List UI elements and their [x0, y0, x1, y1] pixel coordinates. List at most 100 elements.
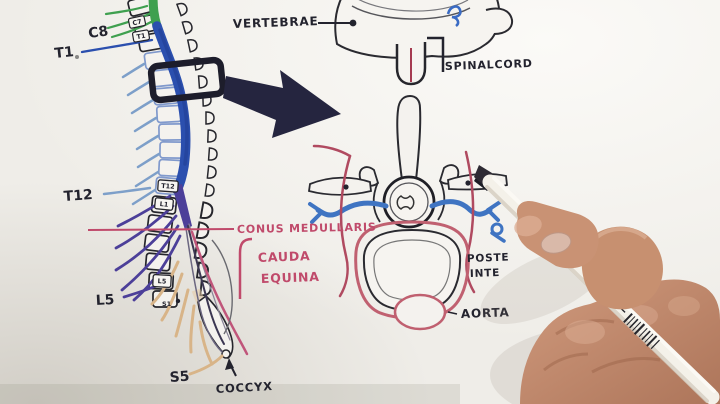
spinous-process: [207, 129, 217, 144]
coccyx-callout: COCCYX: [215, 358, 273, 396]
tag-label: L5: [157, 277, 167, 285]
nerve-root: [110, 20, 153, 39]
nerve-root: [131, 188, 157, 206]
cauda-bracket: [238, 237, 253, 299]
vein-right-fork: [486, 200, 502, 222]
spinous-process: [197, 74, 209, 89]
nerve-root: [134, 170, 160, 188]
nerve-root: [121, 62, 146, 79]
t1-nerve-root-line: [80, 38, 154, 54]
vertebra-tag-c7: C7: [127, 15, 147, 29]
artery-right: [464, 150, 476, 294]
spinal-cord-label: SPINALCORD: [445, 57, 533, 73]
barcode-bar: [632, 321, 642, 331]
nerve-root: [130, 98, 155, 115]
tag-label: L1: [159, 200, 169, 209]
fingernail: [540, 232, 572, 254]
spinal-cord-bracket: [427, 36, 445, 72]
vertebra-tag-t12: T12: [157, 179, 179, 193]
aorta-circle: [393, 293, 447, 331]
tag-label: C7: [132, 18, 143, 28]
nerve-root: [198, 320, 214, 366]
posterior-partial-label: POSTE: [467, 252, 510, 265]
vein-left-fork: [308, 202, 324, 224]
conus-medullaris-shape: [172, 184, 192, 230]
vertebra-tag-l1: L1: [154, 197, 174, 211]
vertebra-body: [155, 104, 183, 124]
barcode-bar: [629, 318, 639, 329]
vertebra-tag-l5: L5: [152, 273, 172, 289]
gray-matter-butterfly: [396, 195, 415, 211]
t1-label: T1: [54, 44, 75, 62]
thumb-highlight: [594, 227, 648, 240]
cauda-strand: [187, 225, 225, 345]
pink-annotations: CONUS MEDULLARIS CAUDA EQUINA: [87, 221, 377, 299]
transverse-process-left: [307, 176, 372, 196]
vertebra-body: [158, 122, 184, 142]
coccyx-label: COCCYX: [215, 379, 273, 396]
barcode-bar: [638, 327, 648, 338]
zoom-callout: [147, 56, 341, 138]
transverse-wing: [485, 7, 514, 35]
coccyx-shape: [221, 349, 231, 359]
barcode-bar: [650, 339, 660, 350]
fingertip-highlight: [514, 215, 542, 237]
tag-label: T1: [136, 32, 147, 42]
spinal-canal-ring: [382, 175, 436, 229]
ink-speck: [75, 55, 79, 59]
vertebra-tag-t1: T1: [131, 29, 151, 43]
vertebra-inner-line: [358, 0, 469, 12]
nerve-root: [132, 234, 182, 302]
nerve-root: [120, 224, 180, 292]
spinous-process: [205, 111, 215, 125]
sagittal-spine-illustration: C7 T1 T12 L1 L5 S1 C8 T1 T12 L5 S5: [54, 0, 273, 396]
vein-stub: [490, 231, 506, 243]
tag-label: S1: [162, 300, 172, 308]
t12-label-line: [102, 186, 152, 196]
vertebra-inner-line: [351, 5, 471, 20]
aorta-label: AORTA: [461, 305, 510, 321]
barcode-bar: [633, 323, 646, 335]
knuckle-highlight: [668, 296, 700, 316]
fist: [520, 279, 720, 404]
barcode-bar: [623, 312, 633, 324]
s5-label-line: [188, 354, 224, 376]
s5-label: S5: [169, 369, 190, 386]
tag-box: [127, 15, 147, 29]
pelvis-outline: [211, 239, 233, 335]
nerve-root: [136, 152, 161, 169]
knuckle-highlight: [565, 320, 605, 344]
vertebra-tag-s1: S1: [162, 298, 181, 308]
vein-knot: [490, 222, 504, 236]
barcode-bar: [626, 316, 636, 326]
spinous-process-axial: [396, 94, 422, 181]
nerve-root: [114, 214, 178, 272]
blue-scribble: [446, 5, 462, 28]
vertebrae-leader-dot: [349, 19, 357, 27]
vertebrae-label: VERTEBRAE: [233, 14, 319, 31]
conus-medullaris-label: CONUS MEDULLARIS: [237, 221, 377, 236]
highlight-box: [147, 56, 227, 104]
vein-right: [429, 199, 493, 217]
barcode-bar: [646, 335, 658, 347]
right-labels: POSTE INTE AORTA: [461, 252, 510, 321]
t12-label: T12: [63, 187, 93, 205]
barcode-bar: [641, 330, 651, 341]
nerve-root: [174, 288, 190, 338]
thumb: [581, 226, 663, 310]
equina-label: EQUINA: [261, 269, 320, 286]
artery-left: [338, 154, 352, 298]
tag-box: [131, 29, 151, 43]
nerve-root: [189, 304, 196, 354]
nerve-root: [135, 134, 160, 151]
cauda-label: CAUDA: [258, 248, 311, 265]
c8-label: C8: [87, 23, 109, 42]
tag-box: [154, 197, 174, 211]
s1-dot: [175, 298, 181, 304]
barcode-bar: [644, 333, 654, 343]
thoracic-nerve-roots: [102, 62, 161, 206]
aorta-leader-line: [447, 311, 458, 315]
inter-partial-label: INTE: [470, 267, 501, 280]
